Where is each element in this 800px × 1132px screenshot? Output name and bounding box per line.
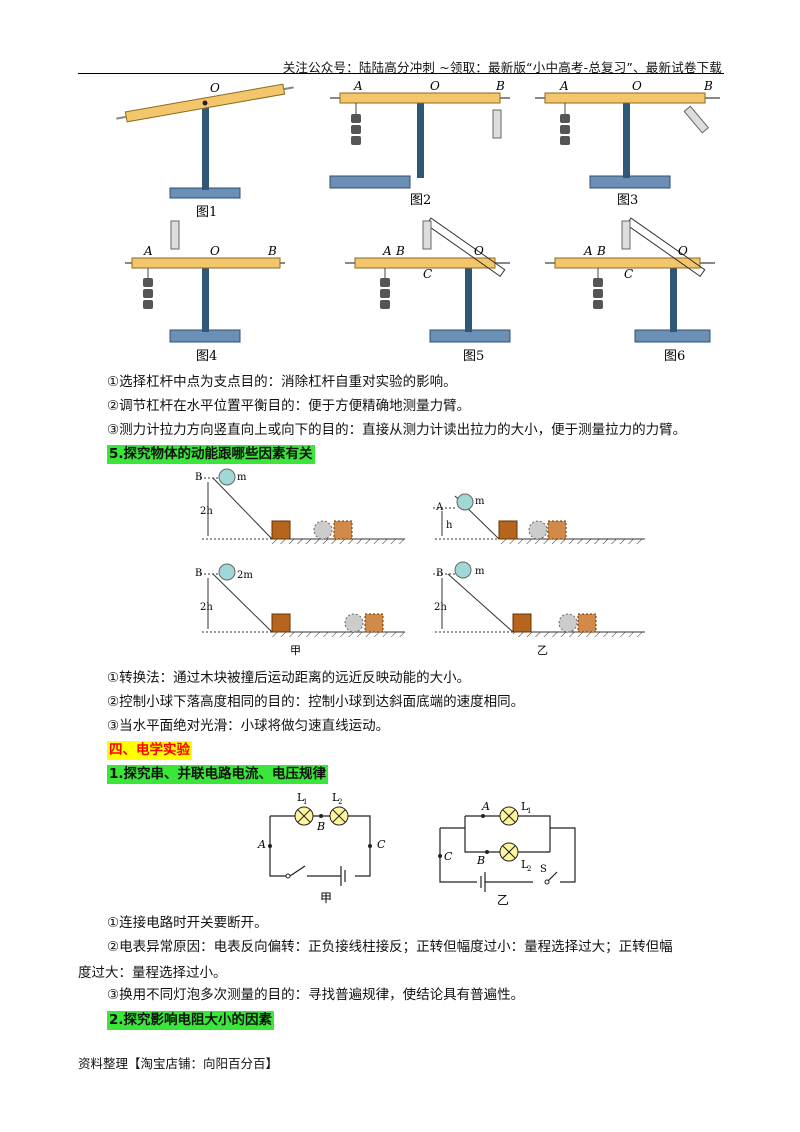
circuit-note-1: ①连接电路时开关要断开。 [107, 915, 268, 931]
caption-fig3: 图3 [617, 193, 638, 208]
svg-text:m: m [475, 566, 485, 577]
lever-note-2: ②调节杠杆在水平位置平衡目的：便于方便精确地测量力臂。 [107, 398, 471, 414]
circuit-note-2: ②电表异常原因：电表反向偏转：正负接线柱接反；正转但幅度过小：量程选择过大；正转… [107, 939, 673, 955]
svg-text:B: B [476, 854, 485, 867]
svg-text:A: A [583, 244, 593, 258]
kinetic-note-3: ③当水平面绝对光滑：小球将做匀速直线运动。 [107, 718, 390, 734]
kinetic-note-2: ②控制小球下落高度相同的目的：控制小球到达斜面底端的速度相同。 [107, 694, 525, 710]
svg-text:B: B [596, 244, 606, 258]
svg-text:A: A [257, 838, 266, 851]
caption-fig1: 图1 [196, 205, 217, 220]
caption-fig4: 图4 [196, 349, 217, 364]
circuit-parallel-bulbs [438, 806, 550, 885]
section-title-resistance: 2.探究影响电阻大小的因素 [107, 1011, 275, 1030]
svg-text:1: 1 [303, 798, 307, 806]
kinetic-fig-bottom-left: B 2m 2h 甲 [195, 563, 405, 656]
svg-text:2h: 2h [200, 602, 213, 613]
kinetic-fig-top-right: A m h [433, 493, 645, 544]
svg-text:A: A [559, 79, 569, 93]
svg-text:乙: 乙 [497, 893, 509, 907]
svg-text:m: m [475, 496, 485, 507]
svg-text:B: B [267, 244, 277, 258]
lever-fig-1: O 图1 [116, 81, 294, 220]
lever-figures: O 图1 A O B 图2 A O B 图3 A O B [116, 79, 720, 364]
svg-text:L: L [332, 791, 340, 804]
kinetic-fig-bottom-right: B m 2h 乙 [433, 561, 645, 656]
header-text: 关注公众号：陆陆高分冲刺 ~领取：最新版“小中高考-总复习”、最新试卷下载 [282, 60, 722, 75]
label-jia: 甲 [290, 644, 301, 656]
svg-text:2h: 2h [434, 602, 447, 613]
circuit-note-2-cont: 度过大：量程选择过小。 [78, 965, 227, 981]
kinetic-fig-top-left: B m 2h [195, 468, 405, 544]
svg-text:B: B [195, 472, 202, 483]
svg-text:O: O [474, 244, 484, 258]
lever-note-1: ①选择杠杆中点为支点目的：消除杠杆自重对实验的影响。 [107, 374, 457, 390]
svg-text:h: h [446, 520, 453, 531]
svg-text:L: L [521, 800, 529, 813]
svg-text:A: A [481, 800, 490, 813]
circuit-figures: L 1 L 2 B A C 甲 A L 1 B L 2 C S 乙 [257, 791, 576, 907]
svg-text:B: B [195, 568, 202, 579]
svg-text:B: B [395, 244, 405, 258]
svg-text:A: A [353, 79, 363, 93]
svg-text:B: B [495, 79, 505, 93]
svg-text:甲: 甲 [320, 891, 332, 905]
svg-text:C: C [423, 267, 432, 281]
lever-note-3: ③测力计拉力方向竖直向上或向下的目的：直接从测力计读出拉力的大小，便于测量拉力的… [107, 422, 687, 438]
lever-fig-6: A B O C 图6 [545, 217, 715, 364]
svg-text:O: O [210, 244, 220, 258]
lever-fig-3: A O B 图3 [535, 79, 720, 208]
header-rule [78, 73, 724, 74]
lever-fig-2: A O B 图2 [329, 79, 510, 208]
svg-text:O: O [430, 79, 440, 93]
svg-text:L: L [521, 858, 529, 871]
svg-text:B: B [316, 820, 325, 833]
circuit-parallel [439, 815, 576, 892]
kinetic-energy-figures: B m 2h A m h B 2m 2h 甲 [195, 468, 645, 656]
svg-text:2h: 2h [200, 506, 213, 517]
label-O: O [210, 81, 220, 95]
kinetic-note-1: ①转换法：通过木块被撞后运动距离的远近反映动能的大小。 [107, 670, 471, 686]
svg-text:C: C [444, 850, 453, 863]
svg-text:B: B [436, 568, 443, 579]
svg-text:O: O [632, 79, 642, 93]
svg-text:A: A [143, 244, 153, 258]
svg-text:2m: 2m [237, 570, 253, 581]
section-title-circuit: 1.探究串、并联电路电流、电压规律 [107, 765, 329, 784]
svg-text:1: 1 [527, 807, 531, 815]
circuit-note-3: ③换用不同灯泡多次测量的目的：寻找普遍规律，使结论具有普遍性。 [107, 987, 525, 1003]
caption-fig6: 图6 [664, 349, 685, 364]
svg-text:L: L [297, 791, 305, 804]
svg-text:C: C [377, 838, 386, 851]
svg-text:A: A [382, 244, 392, 258]
lever-fig-4: A O B 图4 [125, 220, 285, 364]
svg-text:C: C [624, 267, 633, 281]
caption-fig5: 图5 [463, 349, 484, 364]
svg-text:A: A [435, 502, 444, 513]
label-yi: 乙 [537, 644, 548, 656]
part-title-electric: 四、电学实验 [107, 741, 192, 760]
svg-text:B: B [703, 79, 713, 93]
svg-text:m: m [237, 472, 247, 483]
svg-text:2: 2 [527, 865, 531, 873]
svg-text:O: O [678, 244, 688, 258]
caption-fig2: 图2 [410, 193, 431, 208]
svg-text:S: S [540, 864, 547, 875]
circuit-series-bulbs [268, 806, 372, 879]
section-title-kinetic: 5.探究物体的动能跟哪些因素有关 [107, 445, 315, 464]
footer-text: 资料整理【淘宝店铺：向阳百分百】 [78, 1056, 279, 1071]
svg-text:2: 2 [338, 798, 342, 806]
lever-fig-5: A B O C 图5 [345, 217, 511, 364]
